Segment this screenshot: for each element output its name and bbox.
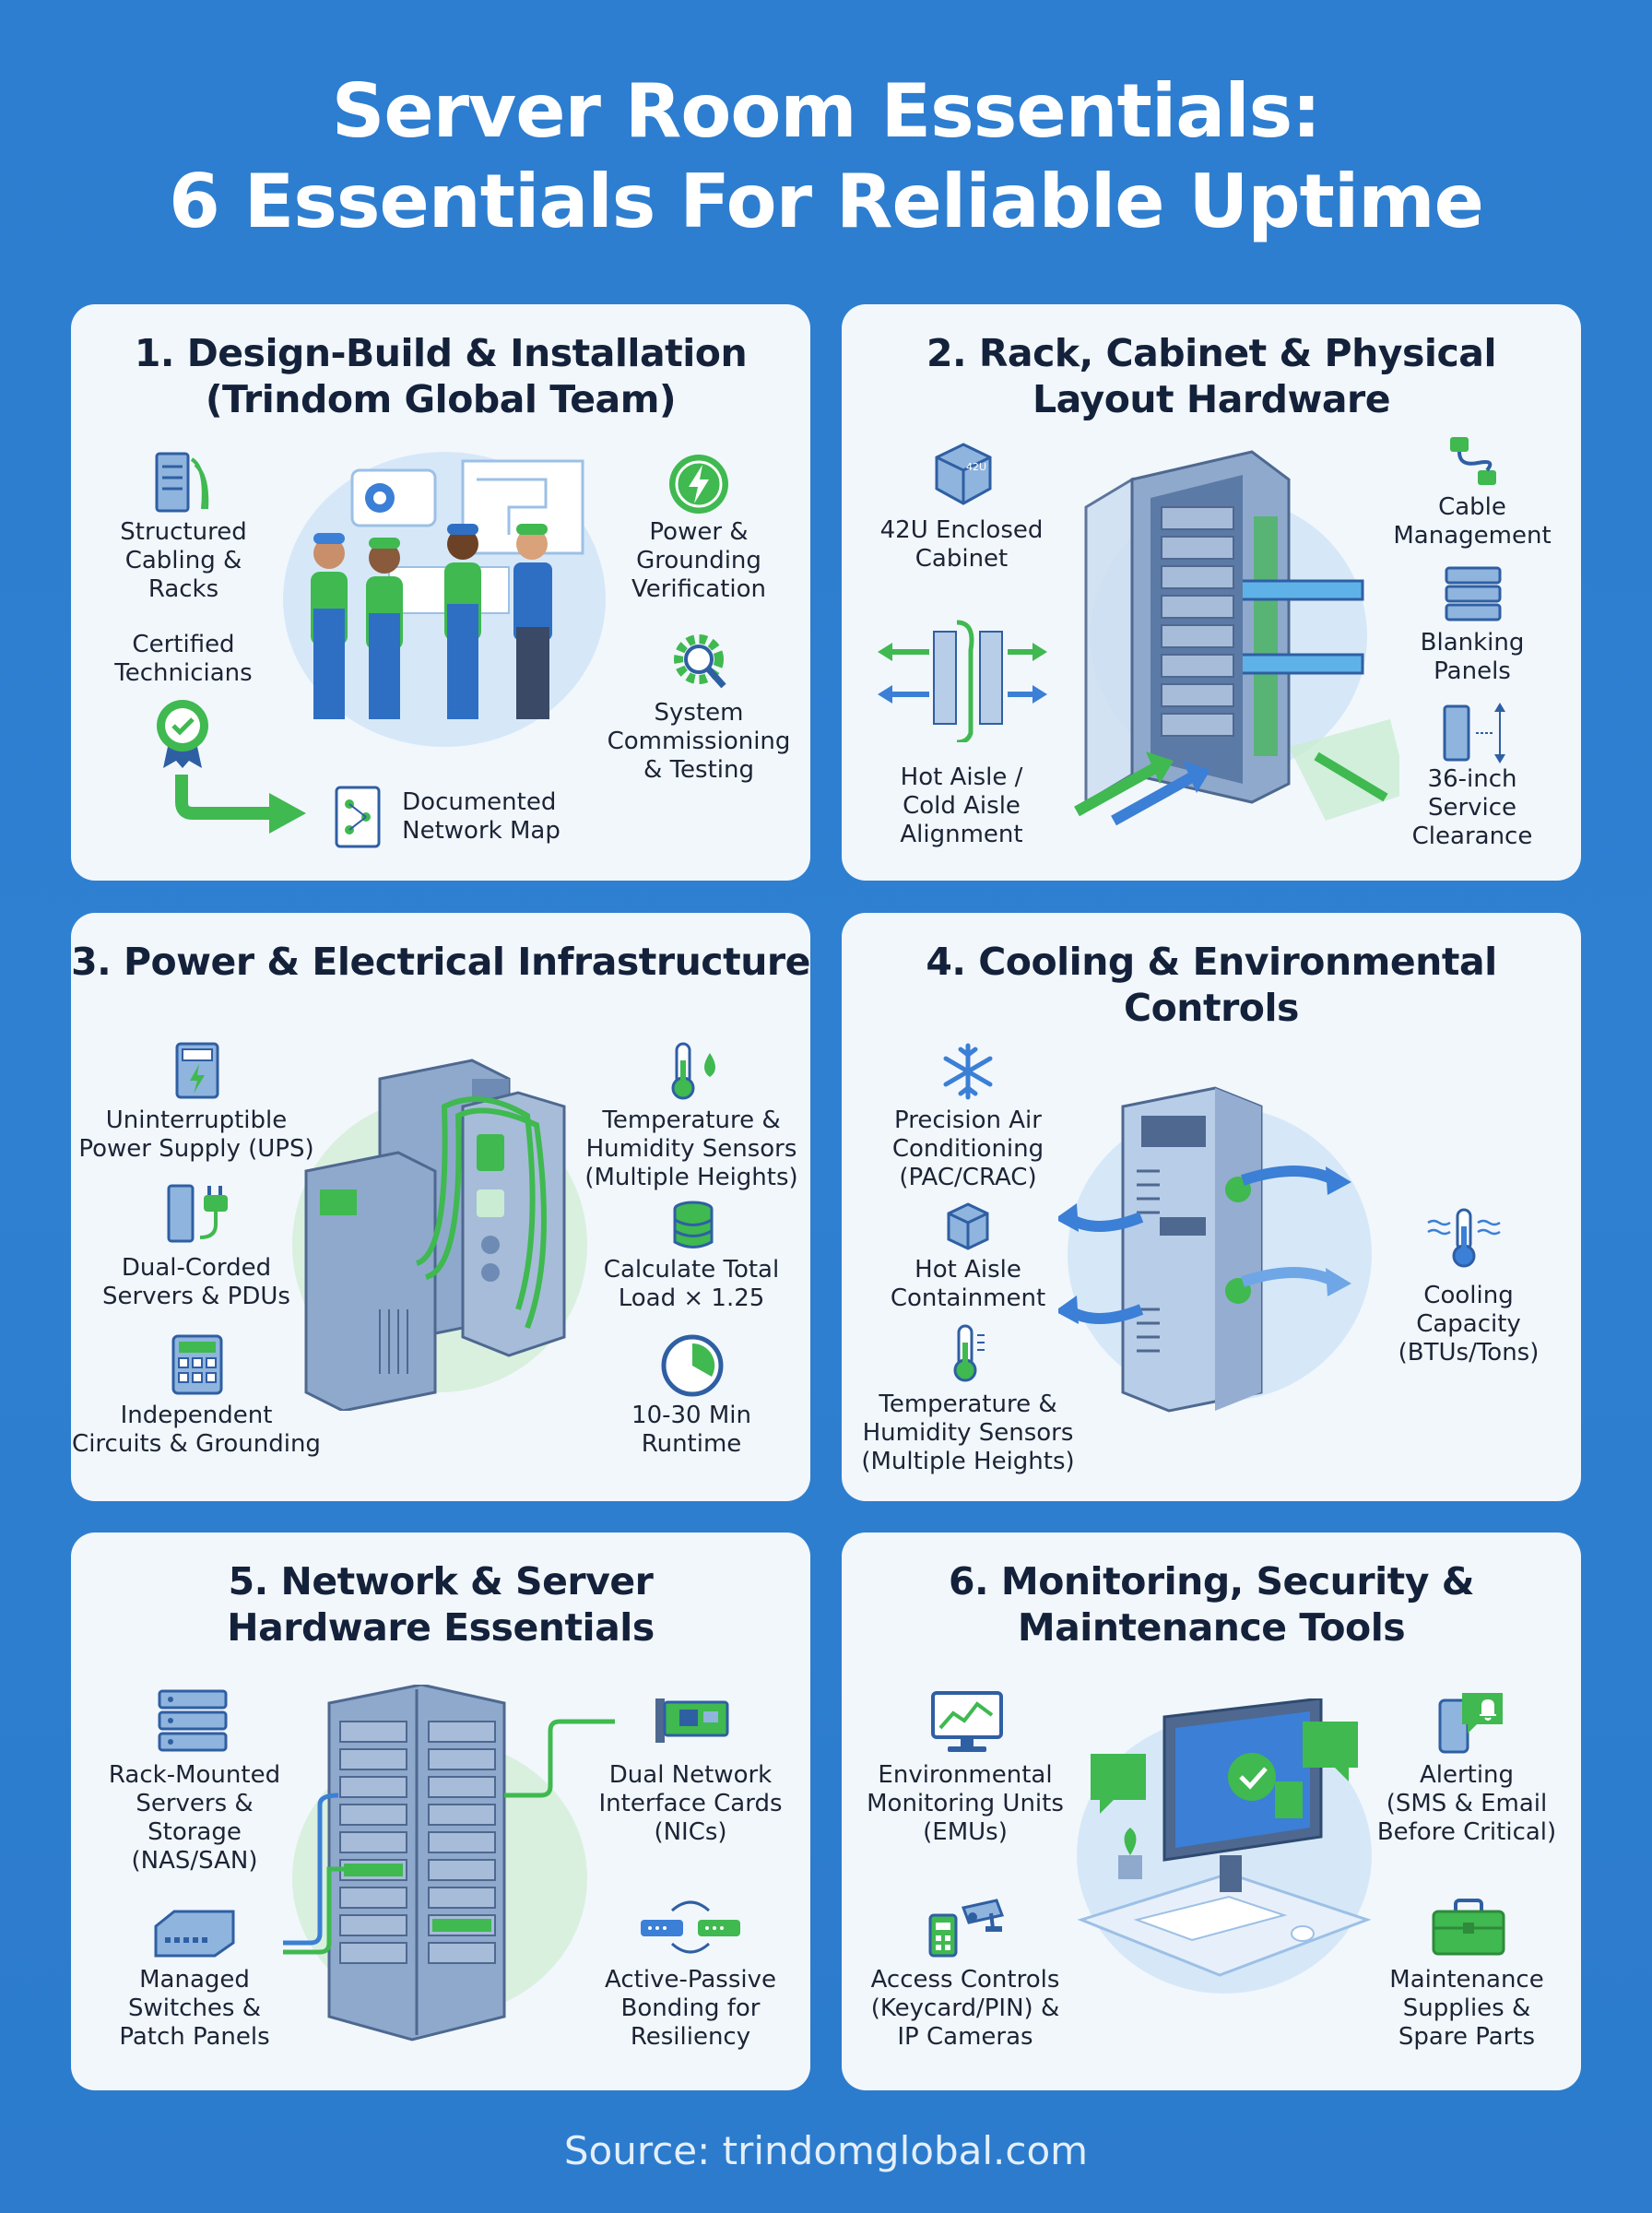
item-access-controls: Access Controls(Keycard/PIN) &IP Cameras (870, 1966, 1060, 2051)
card-title-line: Maintenance Tools (1017, 1605, 1406, 1650)
thermometer-droplet-icon (671, 1042, 715, 1100)
card-title-line: Controls (1124, 986, 1299, 1030)
calculator-icon (171, 1334, 223, 1395)
nic-card-icon (655, 1698, 729, 1743)
cube-icon: 42U (935, 443, 992, 505)
server-stack-icon (158, 1689, 228, 1752)
item-temp-humidity-sensors: Temperature &Humidity Sensors(Multiple H… (861, 1391, 1075, 1475)
card-title-line: (Trindom Global Team) (205, 377, 677, 421)
monitor-chart-icon (931, 1691, 1003, 1752)
card-title: 5. Network & Server Hardware Essentials (71, 1558, 810, 1651)
card-title-line: 3. Power & Electrical Infrastructure (71, 940, 810, 984)
card-title-line: 4. Cooling & Environmental (926, 940, 1497, 984)
card-title-line: Hardware Essentials (227, 1605, 655, 1650)
card-title-line: Layout Hardware (1032, 377, 1391, 421)
cooling-unit-illustration (1058, 1086, 1372, 1413)
phone-alert-icon (1438, 1693, 1503, 1754)
card-title-line: 5. Network & Server (228, 1559, 654, 1604)
monitoring-workstation-illustration (1077, 1698, 1372, 1994)
bonding-icon (641, 1900, 740, 1954)
card-rack-cabinet: 2. Rack, Cabinet & Physical Layout Hardw… (842, 304, 1581, 881)
page-title: Server Room Essentials: 6 Essentials For… (0, 66, 1652, 247)
lightning-icon (669, 455, 728, 514)
card-cooling: 4. Cooling & Environmental Controls Prec… (842, 913, 1581, 1501)
card-power-electrical: 3. Power & Electrical Infrastructure Uni… (71, 913, 810, 1501)
blanking-panel-icon (1445, 566, 1502, 621)
card-title: 4. Cooling & Environmental Controls (842, 939, 1581, 1031)
cube-icon (947, 1202, 989, 1250)
cabinet-illustration (1074, 450, 1399, 826)
camera-keypad-icon (928, 1899, 1005, 1958)
cable-icon (1450, 437, 1496, 485)
card-design-build: 1. Design-Build & Installation (Trindom … (71, 304, 810, 881)
server-rack-illustration (283, 1685, 615, 2041)
network-document-icon (335, 786, 381, 848)
svg-text:42U: 42U (966, 461, 986, 473)
card-title-line: 1. Design-Build & Installation (134, 331, 748, 375)
card-title-line: 6. Monitoring, Security & (949, 1559, 1474, 1604)
card-title-line: 2. Rack, Cabinet & Physical (926, 331, 1497, 375)
card-network-server: 5. Network & Server Hardware Essentials … (71, 1533, 810, 2090)
ups-illustration (292, 1059, 587, 1411)
aisle-arrows-icon (878, 620, 1047, 742)
server-rack-icon (155, 452, 209, 513)
thermometer-waves-icon (1427, 1208, 1501, 1268)
page-title-line-2: 6 Essentials For Reliable Uptime (169, 159, 1484, 244)
card-title: 1. Design-Build & Installation (Trindom … (71, 330, 810, 422)
item-temp-humidity-sensors: Temperature &Humidity Sensors(Multiple H… (584, 1106, 798, 1191)
gear-magnifier-icon (674, 634, 726, 689)
snowflake-icon (943, 1043, 993, 1100)
timer-icon (661, 1334, 724, 1397)
team-illustration (283, 452, 606, 747)
switch-icon (154, 1910, 235, 1958)
plug-icon (167, 1184, 228, 1243)
ups-icon (175, 1042, 219, 1099)
card-title: 3. Power & Electrical Infrastructure (71, 939, 810, 985)
card-title: 6. Monitoring, Security & Maintenance To… (842, 1558, 1581, 1651)
database-icon (673, 1201, 714, 1249)
arrow-icon (175, 775, 306, 834)
toolbox-icon (1432, 1899, 1505, 1956)
clearance-icon (1443, 703, 1505, 763)
card-title: 2. Rack, Cabinet & Physical Layout Hardw… (842, 330, 1581, 422)
certified-badge-icon (157, 700, 208, 768)
thermometer-icon (953, 1324, 985, 1382)
card-monitoring-security: 6. Monitoring, Security & Maintenance To… (842, 1533, 1581, 2090)
page-title-line-1: Server Room Essentials: (331, 68, 1322, 154)
source-credit: Source: trindomglobal.com (563, 2128, 1089, 2173)
